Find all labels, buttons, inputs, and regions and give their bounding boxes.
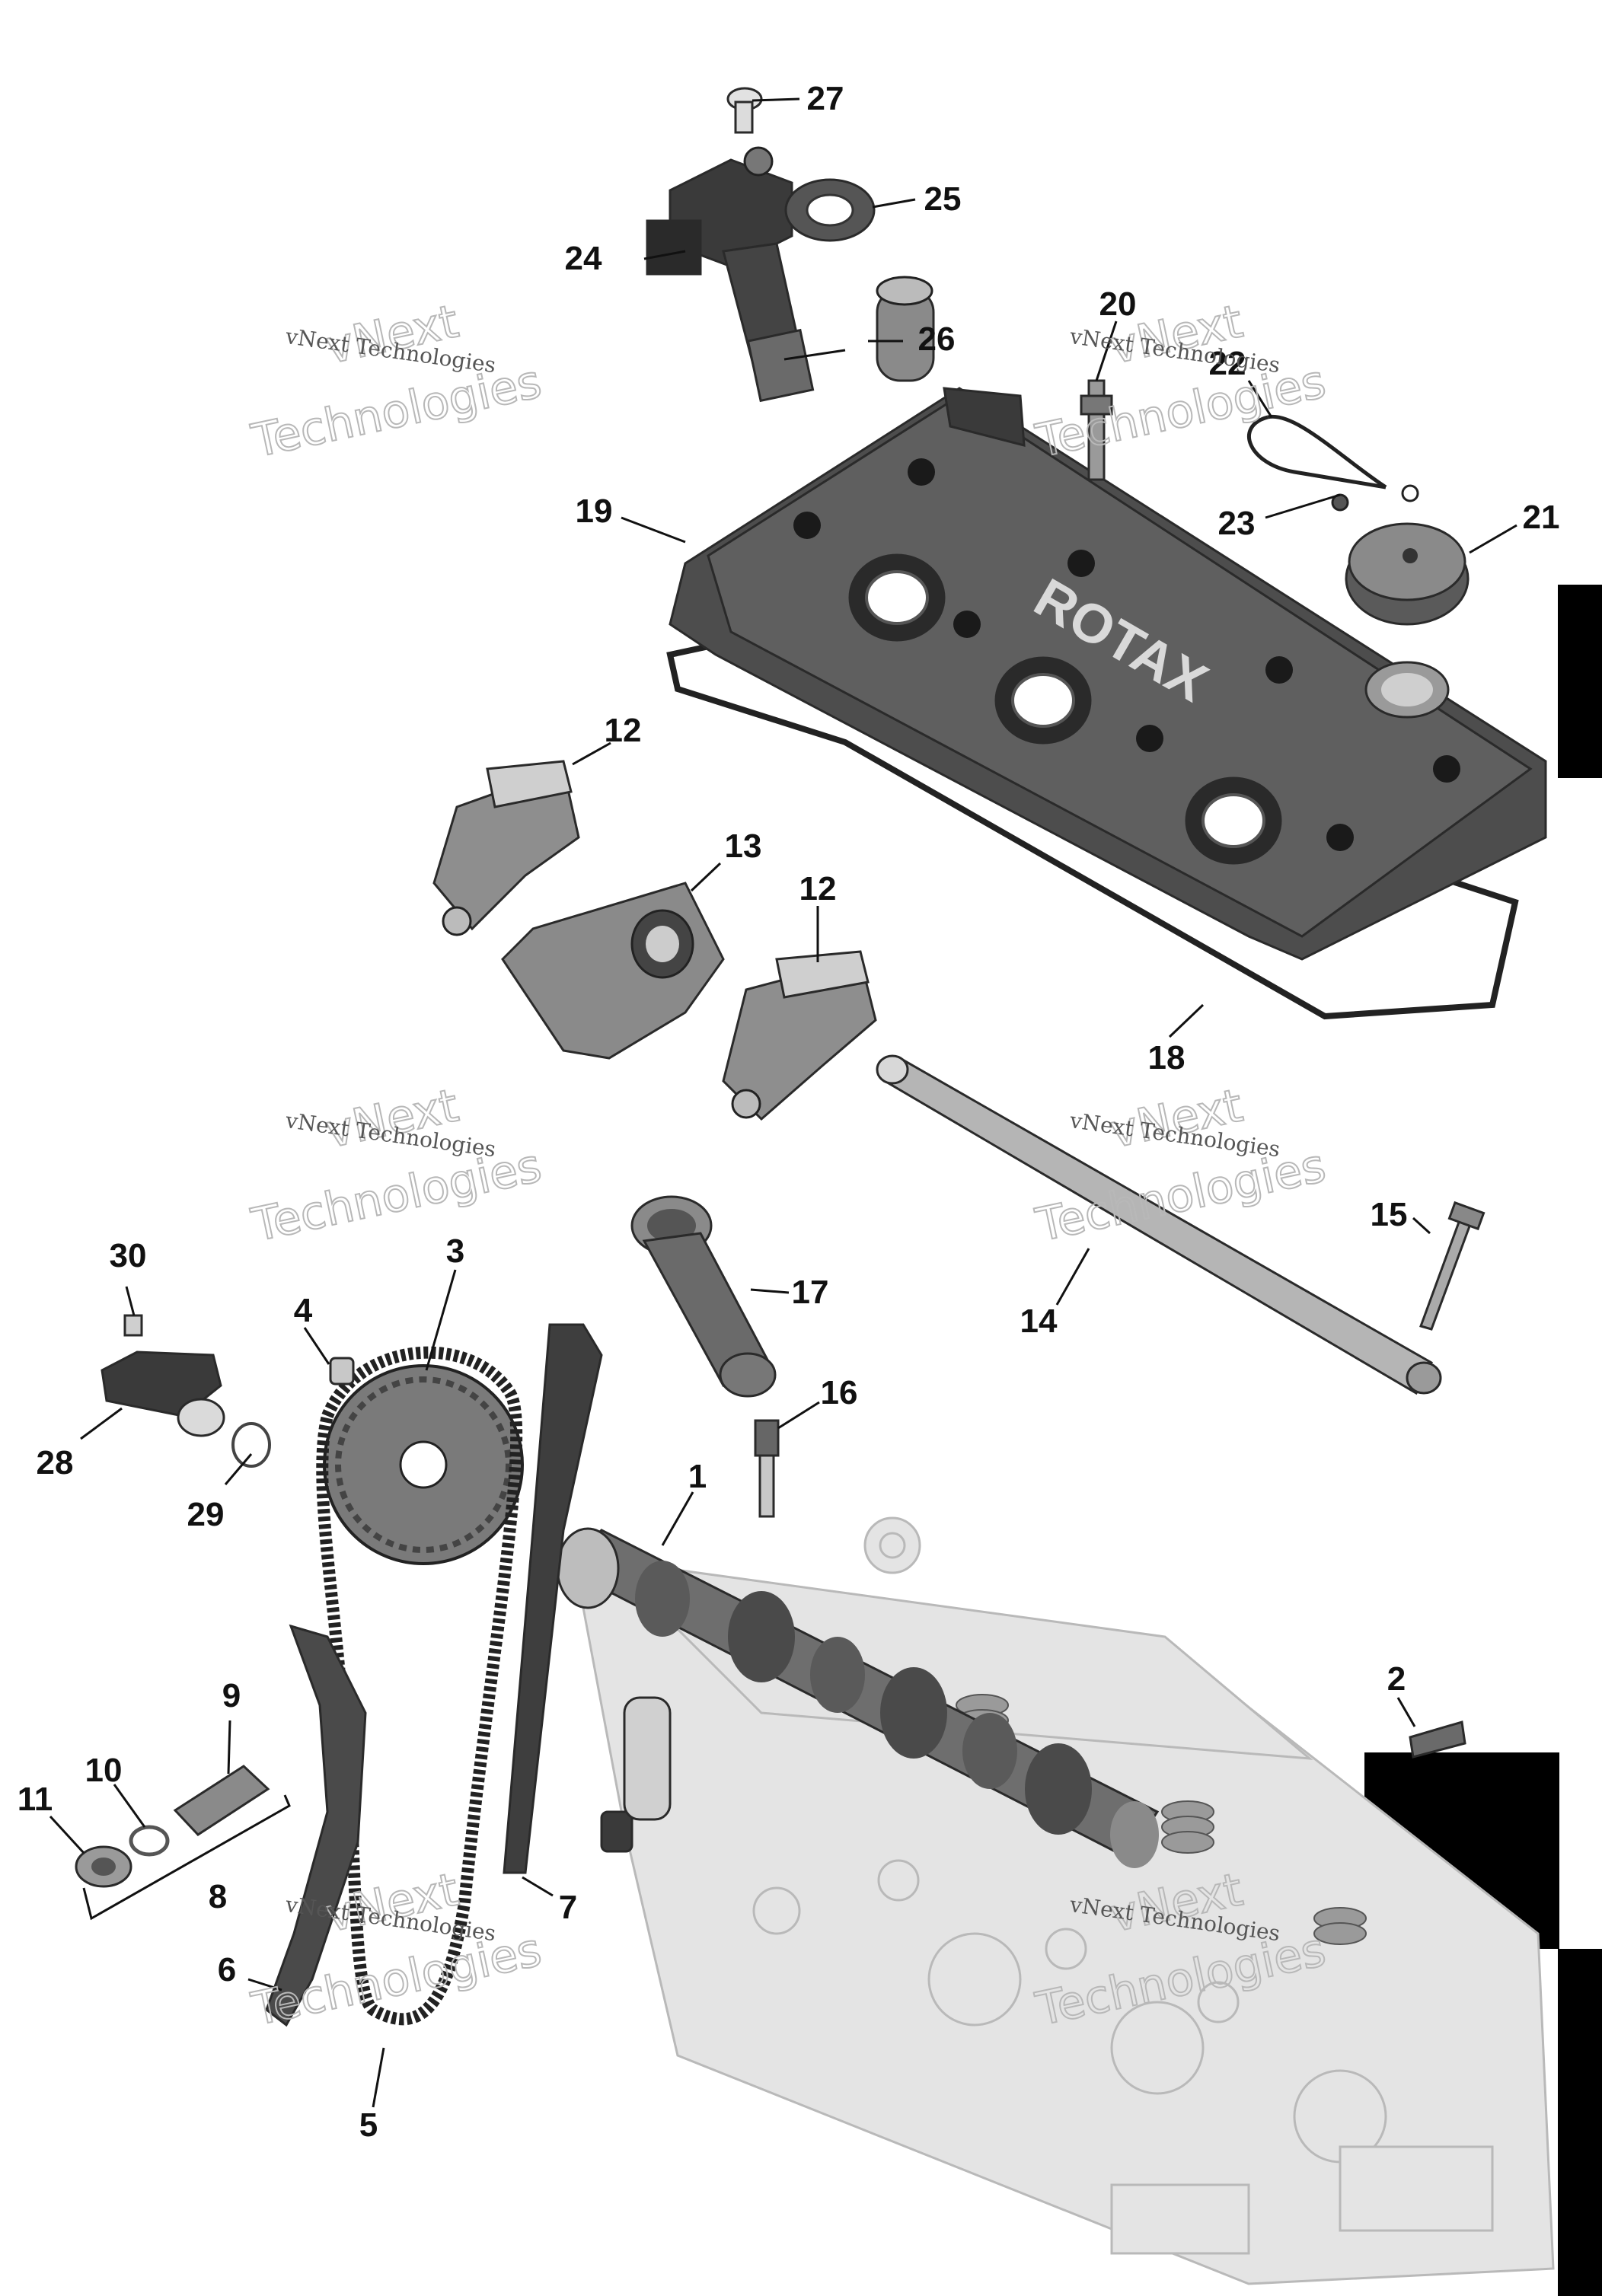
callout-26: 26 (918, 320, 956, 358)
callout-14: 14 (1020, 1303, 1058, 1340)
callout-15: 15 (1371, 1196, 1408, 1233)
index-tab-bottom (1558, 1949, 1602, 2296)
spark-plug (754, 1419, 780, 1518)
sensor-o-ring (231, 1422, 271, 1468)
callout-12b: 12 (799, 870, 837, 907)
callout-12a: 12 (605, 712, 642, 749)
callout-28: 28 (37, 1444, 74, 1481)
chain-guide (503, 1323, 603, 1874)
callout-22: 22 (1209, 345, 1246, 382)
coil-boot (876, 276, 935, 382)
long-bolt-part-15 (1419, 1201, 1486, 1331)
bracket-part-2 (1409, 1720, 1466, 1759)
sprocket-bolt (329, 1357, 355, 1386)
callout-30: 30 (110, 1237, 147, 1274)
svg-text:Technologies: Technologies (1031, 355, 1330, 468)
callout-29: 29 (187, 1496, 225, 1533)
rocker-arm-12-upper (432, 760, 580, 936)
callout-7: 7 (559, 1889, 577, 1926)
leader-lines (49, 97, 1517, 2108)
callout-5: 5 (359, 2106, 378, 2144)
chain-tensioner-assembly (75, 1765, 270, 1888)
callout-18: 18 (1148, 1039, 1186, 1076)
ignition-coil (646, 146, 815, 403)
watermark-top-right: vNext Technologies (1030, 294, 1331, 469)
rocker-arm-13 (501, 882, 725, 1060)
rocker-shaft (876, 1054, 1442, 1395)
callout-25: 25 (924, 180, 962, 218)
callout-23: 23 (1218, 505, 1256, 542)
watermark-mid-left: vNext Technologies (246, 1078, 547, 1253)
camshaft (556, 1527, 1160, 1868)
callout-16: 16 (821, 1374, 858, 1411)
callout-9: 9 (222, 1677, 241, 1714)
callout-1: 1 (688, 1458, 707, 1495)
stud-part-20 (1080, 379, 1113, 481)
oil-filler-cap (1345, 522, 1470, 626)
head-sensor (600, 1696, 672, 1853)
callout-8: 8 (209, 1878, 227, 1915)
coil-screw (726, 87, 763, 134)
rocker-arm-12-lower (722, 950, 877, 1121)
callout-13: 13 (725, 828, 762, 865)
callout-4: 4 (294, 1292, 313, 1329)
index-tab-top (1558, 585, 1602, 778)
svg-text:Technologies: Technologies (247, 355, 546, 468)
callout-19: 19 (576, 493, 613, 530)
svg-text:Technologies: Technologies (247, 1139, 546, 1252)
callout-17: 17 (792, 1274, 829, 1311)
watermark-top-left: vNext Technologies (246, 294, 547, 469)
cam-sprocket (323, 1364, 524, 1565)
callout-labels: 1 2 3 4 5 6 7 8 9 10 11 12 12 13 14 15 1… (18, 80, 1560, 2144)
callout-24: 24 (565, 240, 602, 277)
callout-3: 3 (446, 1233, 464, 1270)
callout-2: 2 (1387, 1660, 1406, 1698)
tensioner-guide (265, 1624, 367, 2027)
callout-21: 21 (1523, 499, 1560, 536)
callout-27: 27 (807, 80, 844, 117)
callout-10: 10 (85, 1752, 123, 1789)
cam-position-sensor (101, 1314, 271, 1468)
callout-20: 20 (1099, 285, 1137, 323)
valve-cover: ROTAX (669, 387, 1547, 961)
spark-plug-tube (630, 1195, 777, 1398)
coil-seal (784, 178, 876, 242)
watermark-bottom-left: vNext Technologies (246, 1862, 547, 2037)
callout-11: 11 (18, 1781, 53, 1818)
callout-6: 6 (218, 1951, 236, 1988)
